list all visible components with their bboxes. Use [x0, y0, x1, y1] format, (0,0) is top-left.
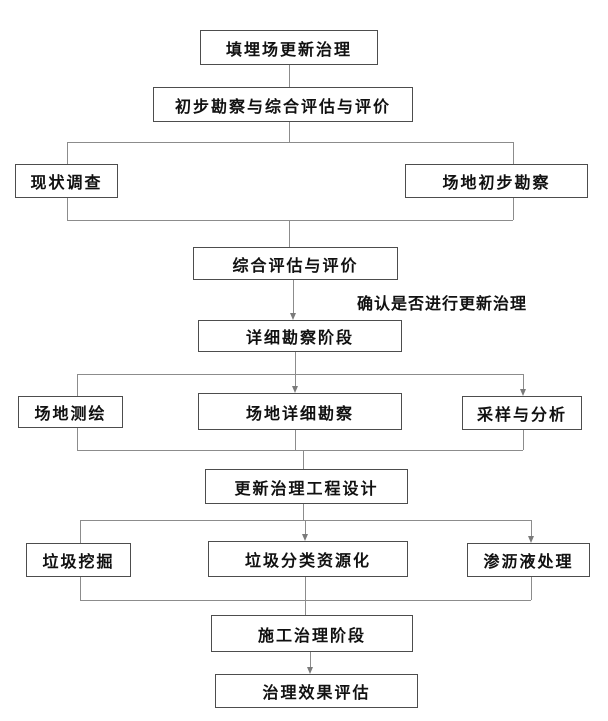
connector-line: [295, 430, 296, 450]
connector-line: [305, 577, 306, 600]
connector-line: [295, 352, 296, 374]
connector-line: [77, 374, 78, 396]
node-comprehensive-eval: 综合评估与评价: [193, 247, 398, 280]
connector-line: [67, 142, 68, 164]
connector-line: [513, 142, 514, 164]
node-waste-excavation: 垃圾挖掘: [26, 543, 131, 577]
arrowhead-icon: [520, 389, 526, 396]
connector-line: [80, 520, 81, 543]
node-waste-sorting-recycling: 垃圾分类资源化: [208, 541, 408, 577]
connector-line: [305, 520, 306, 534]
node-effect-evaluation: 治理效果评估: [215, 674, 418, 708]
connector-line: [293, 280, 294, 314]
arrowhead-icon: [528, 536, 534, 543]
arrowhead-icon: [290, 313, 296, 320]
connector-line: [531, 520, 532, 536]
node-landfill-renewal: 填埋场更新治理: [200, 30, 378, 65]
connector-line: [289, 65, 290, 87]
node-site-detailed-survey: 场地详细勘察: [198, 393, 402, 430]
connector-line: [77, 450, 523, 451]
node-site-preliminary-survey: 场地初步勘察: [405, 164, 588, 198]
arrowhead-icon: [302, 534, 308, 541]
connector-line: [310, 652, 311, 668]
node-preliminary-survey-eval: 初步勘察与综合评估与评价: [153, 87, 413, 122]
node-status-survey: 现状调查: [15, 164, 118, 198]
arrowhead-icon: [307, 667, 313, 674]
connector-line: [303, 450, 304, 469]
connector-line: [523, 430, 524, 450]
connector-line: [289, 220, 290, 247]
connector-line: [513, 198, 514, 220]
node-renewal-engineering-design: 更新治理工程设计: [205, 469, 408, 504]
arrowhead-icon: [292, 386, 298, 393]
connector-line: [295, 374, 296, 387]
connector-line: [289, 122, 290, 142]
node-construction-stage: 施工治理阶段: [211, 615, 413, 652]
connector-line: [80, 577, 81, 600]
node-site-mapping: 场地测绘: [18, 396, 123, 428]
connector-line: [305, 600, 306, 615]
connector-line: [67, 142, 513, 143]
node-detailed-survey-stage: 详细勘察阶段: [198, 320, 402, 352]
node-sampling-analysis: 采样与分析: [462, 396, 582, 430]
connector-line: [531, 577, 532, 600]
connector-line: [67, 198, 68, 220]
connector-line: [303, 504, 304, 520]
connector-line: [523, 374, 524, 390]
connector-line: [77, 374, 523, 375]
connector-line: [77, 428, 78, 450]
node-leachate-treatment: 渗沥液处理: [467, 543, 590, 577]
confirm-note-label: 确认是否进行更新治理: [357, 296, 528, 313]
connector-line: [67, 220, 513, 221]
